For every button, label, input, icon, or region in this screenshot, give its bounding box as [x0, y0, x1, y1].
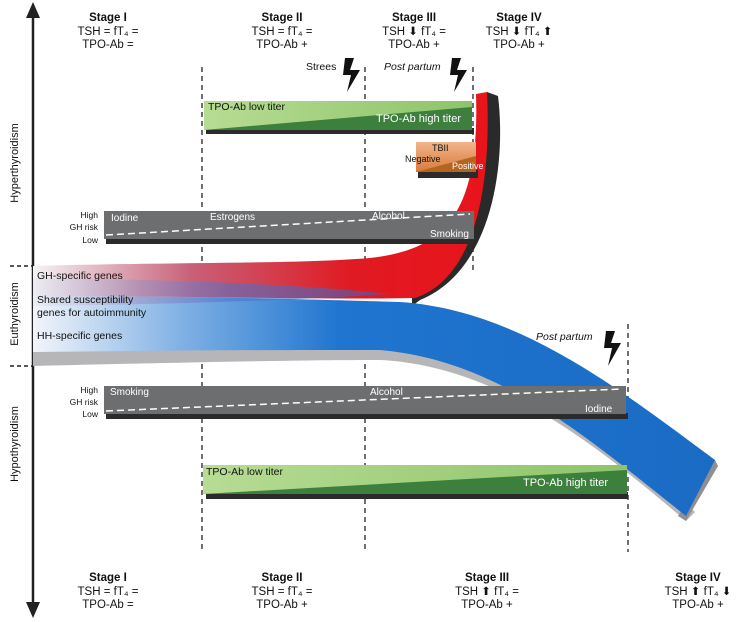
- stage-title: Stage III: [464, 572, 510, 584]
- hypo-ribbon-side: [33, 346, 695, 521]
- event-post-partum-top: Post partum: [384, 61, 441, 73]
- upper-gh-mid: GH risk: [69, 222, 98, 232]
- stage-antibody: TPO-Ab +: [461, 599, 513, 611]
- lower-gh-risk-bar: [104, 386, 628, 419]
- bottom-stage-1: Stage I TSH = fT₄ = TPO-Ab =: [63, 572, 153, 613]
- upper-gh-iodine: Iodine: [111, 213, 139, 224]
- stage-title: Stage III: [391, 12, 437, 24]
- tbii-box: [416, 142, 478, 178]
- upper-gh-estrogens: Estrogens: [210, 212, 256, 223]
- gene-hh-specific: HH-specific genes: [37, 330, 123, 342]
- tbii-title: TBII: [432, 143, 449, 153]
- upper-gh-risk-bar: [104, 211, 474, 244]
- stage-hormones: TSH ⬇ fT₄ =: [382, 25, 446, 38]
- gene-shared-line1: Shared susceptibility: [37, 294, 134, 306]
- axis-label-hyperthyroidism: Hyperthyroidism: [9, 123, 21, 203]
- stage-title: Stage IV: [496, 12, 542, 24]
- upper-tpo-low-label: TPO-Ab low titer: [208, 101, 286, 113]
- event-post-partum-bottom: Post partum: [536, 331, 593, 343]
- top-stage-3: Stage III TSH ⬇ fT₄ = TPO-Ab +: [369, 12, 459, 53]
- stage-title: Stage IV: [675, 572, 721, 584]
- lower-tpo-high-label: TPO-Ab high titer: [523, 477, 608, 489]
- lightning-postpartum-bottom-icon: [604, 331, 621, 366]
- lower-gh-alcohol: Alcohol: [370, 387, 403, 398]
- hyper-ribbon: [33, 92, 488, 299]
- bottom-stage-3: Stage III TSH ⬆ fT₄ = TPO-Ab +: [442, 572, 532, 613]
- upper-tpo-high-label: TPO-Ab high titer: [376, 113, 461, 125]
- axis-label-euthyroidism: Euthyroidism: [9, 282, 21, 346]
- lower-gh-iodine: Iodine: [585, 404, 613, 415]
- bottom-stage-4: Stage IV TSH ⬆ fT₄ ⬇ TPO-Ab +: [653, 572, 740, 613]
- upper-gh-low: Low: [82, 235, 98, 245]
- stage-hormones: TSH = fT₄ =: [251, 585, 313, 598]
- lower-tpo-bar: [203, 465, 628, 499]
- stage-hormones: TSH = fT₄ =: [77, 25, 139, 38]
- hypo-ribbon: [33, 296, 715, 516]
- shared-band: [33, 278, 390, 306]
- stage-antibody: TPO-Ab +: [493, 39, 545, 51]
- stage-hormones: TSH = fT₄ =: [77, 585, 139, 598]
- axis-label-hypothyroidism: Hypothyroidism: [9, 406, 21, 482]
- stage-title: Stage II: [261, 572, 303, 584]
- gene-gh-specific: GH-specific genes: [37, 270, 123, 282]
- stage-antibody: TPO-Ab =: [82, 39, 134, 51]
- lower-tpo-low-label: TPO-Ab low titer: [206, 466, 284, 478]
- upper-tpo-bar: [204, 101, 474, 134]
- stage-antibody: TPO-Ab +: [256, 39, 308, 51]
- lower-gh-mid: GH risk: [69, 397, 98, 407]
- stage-title: Stage I: [89, 12, 127, 24]
- upper-gh-smoking: Smoking: [430, 229, 469, 240]
- gene-shared-line2: genes for autoimmunity: [37, 307, 147, 319]
- top-stage-2: Stage II TSH = fT₄ = TPO-Ab +: [237, 12, 327, 53]
- lightning-postpartum-top-icon: [450, 58, 467, 92]
- stage-antibody: TPO-Ab =: [82, 599, 134, 611]
- stage-hormones: TSH ⬆ fT₄ ⬇: [664, 585, 732, 598]
- stage-title: Stage II: [261, 12, 303, 24]
- top-stage-1: Stage I TSH = fT₄ = TPO-Ab =: [63, 12, 153, 53]
- upper-gh-high: High: [80, 210, 98, 220]
- stage-hormones: TSH ⬇ fT₄ ⬆: [485, 25, 553, 38]
- lower-gh-high: High: [80, 385, 98, 395]
- lower-gh-low: Low: [82, 409, 98, 419]
- lower-gh-smoking: Smoking: [110, 387, 149, 398]
- bottom-stage-2: Stage II TSH = fT₄ = TPO-Ab +: [237, 572, 327, 613]
- stage-hormones: TSH ⬆ fT₄ =: [455, 585, 519, 598]
- event-strees: Strees: [306, 61, 337, 73]
- stage-antibody: TPO-Ab +: [256, 599, 308, 611]
- stage-antibody: TPO-Ab +: [672, 599, 724, 611]
- stage-antibody: TPO-Ab +: [388, 39, 440, 51]
- tbii-negative: Negative: [405, 154, 441, 164]
- stage-title: Stage I: [89, 572, 127, 584]
- tbii-positive: Positive: [452, 161, 484, 171]
- upper-gh-alcohol: Alcohol: [372, 211, 405, 222]
- top-stage-4: Stage IV TSH ⬇ fT₄ ⬆ TPO-Ab +: [474, 12, 564, 53]
- stage-hormones: TSH = fT₄ =: [251, 25, 313, 38]
- lightning-strees-icon: [343, 58, 360, 92]
